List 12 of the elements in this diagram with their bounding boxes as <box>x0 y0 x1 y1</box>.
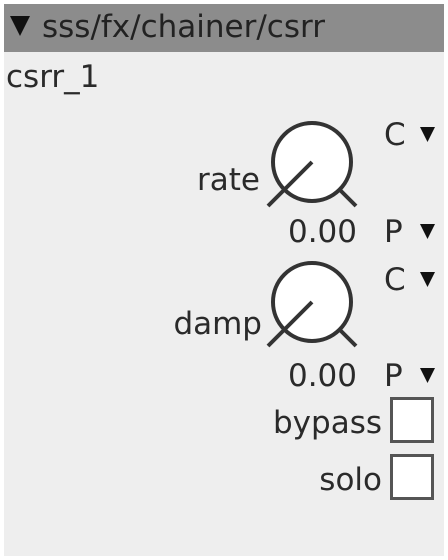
panel-title: sss/fx/chainer/csrr <box>42 9 325 45</box>
instance-name: csrr_1 <box>6 59 100 95</box>
knob-label: damp <box>173 306 262 342</box>
mode-label: C <box>384 262 406 298</box>
checkbox-label: bypass <box>273 405 382 441</box>
checkbox-label: solo <box>319 462 382 498</box>
mode-label: P <box>384 214 403 250</box>
knob-label: rate <box>197 162 260 198</box>
knob-value: 0.00 <box>288 358 357 394</box>
mode-label: P <box>384 358 403 394</box>
knob-value: 0.00 <box>288 214 357 250</box>
mode-label: C <box>384 117 406 153</box>
